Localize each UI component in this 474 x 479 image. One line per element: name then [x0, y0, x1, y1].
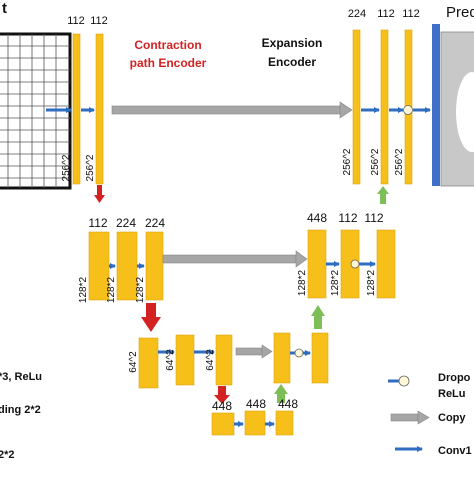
- pool-arrow-l3: [214, 386, 230, 404]
- size-label-dec2-b: 128*2: [330, 269, 341, 296]
- size-label-enc2-c: 128*2: [135, 276, 146, 303]
- bottleneck-channel-c: 448: [278, 397, 298, 411]
- pool-arrow-l1: [94, 185, 105, 203]
- enc1-block-1: [72, 33, 81, 185]
- prediction-label-fragment: Pred: [446, 4, 474, 21]
- legend-conv1-text: Conv1: [438, 445, 472, 457]
- enc3-block-1: [138, 337, 159, 389]
- dec1-block-2: [380, 29, 389, 185]
- dec2-block-1: [307, 229, 327, 299]
- dec2-channel-b: 112: [338, 211, 357, 225]
- legend-pool-text: ding 2*2: [0, 404, 41, 416]
- size-label-enc3-b: 64^2: [165, 349, 176, 371]
- final-conv-bar: [432, 24, 440, 186]
- bottleneck-block-3: [275, 410, 294, 436]
- size-label-enc2-a: 128*2: [78, 276, 89, 303]
- prediction-shape: [456, 72, 474, 152]
- dec2-block-3: [376, 229, 396, 299]
- legend-dropout-text: Dropo: [438, 372, 471, 384]
- legend-conv-text: *3, ReLu: [0, 371, 42, 383]
- dec3-block-2: [311, 332, 329, 384]
- size-label-enc1-a: 256^2: [61, 154, 72, 181]
- enc3-block-3: [215, 334, 233, 386]
- contraction-title-line2: path Encoder: [130, 56, 207, 70]
- legend-copy-icon: [390, 410, 430, 425]
- copy-arrow-level3: [235, 344, 273, 359]
- enc1-block-2: [95, 33, 104, 185]
- contraction-title-line1: Contraction: [134, 38, 201, 52]
- dec1-channel-a: 224: [348, 8, 366, 20]
- legend-relu-text: ReLu: [438, 388, 466, 400]
- enc2-channel-c: 224: [145, 216, 165, 230]
- copy-arrow-level2: [162, 250, 308, 268]
- bottleneck-block-2: [244, 410, 266, 436]
- dec3-block-1: [273, 332, 291, 384]
- dropout-marker-l1: [403, 105, 413, 115]
- bottleneck-channel-b: 448: [246, 397, 266, 411]
- dec1-block-1: [352, 29, 361, 185]
- dec1-channel-c: 112: [402, 8, 420, 20]
- size-label-enc3-c: 64^2: [205, 349, 216, 371]
- expansion-title-line2: Encoder: [268, 55, 316, 69]
- input-label-fragment: t: [2, 0, 7, 17]
- enc2-block-2: [116, 231, 138, 301]
- expansion-title-line1: Expansion: [262, 36, 323, 50]
- size-label-dec2-a: 128*2: [297, 269, 308, 296]
- enc1-channel-b: 112: [90, 15, 108, 27]
- enc1-channel-a: 112: [67, 15, 85, 27]
- legend-upconv-text: 2*2: [0, 449, 15, 461]
- enc2-channel-a: 112: [88, 216, 107, 230]
- pool-arrow-l2: [141, 303, 161, 332]
- size-label-enc1-b: 256^2: [85, 154, 96, 181]
- size-label-enc3-a: 64^2: [128, 351, 139, 373]
- legend-copy-text: Copy: [438, 412, 466, 424]
- enc2-channel-b: 224: [116, 216, 136, 230]
- bottleneck-block-1: [211, 412, 235, 436]
- size-label-dec1-b: 256^2: [370, 148, 381, 175]
- dec1-channel-b: 112: [377, 8, 395, 20]
- dec2-channel-c: 112: [364, 211, 383, 225]
- size-label-dec1-c: 256^2: [394, 148, 405, 175]
- size-label-dec2-c: 128*2: [366, 269, 377, 296]
- enc3-block-2: [175, 334, 195, 386]
- dec2-channel-a: 448: [307, 211, 327, 225]
- bottleneck-channel-a: 448: [212, 399, 232, 413]
- enc2-block-3: [145, 231, 164, 301]
- dropout-marker-l2: [350, 259, 360, 269]
- size-label-dec1-a: 256^2: [342, 148, 353, 175]
- size-label-enc2-b: 128*2: [106, 276, 117, 303]
- upconv-arrow-l1: [377, 186, 389, 204]
- upconv-arrow-l2: [311, 305, 325, 329]
- legend-dropout-icon: [388, 375, 410, 387]
- copy-arrow-level1: [111, 101, 353, 119]
- upconv-arrow-l3: [274, 384, 288, 403]
- dropout-marker-l3: [294, 348, 304, 358]
